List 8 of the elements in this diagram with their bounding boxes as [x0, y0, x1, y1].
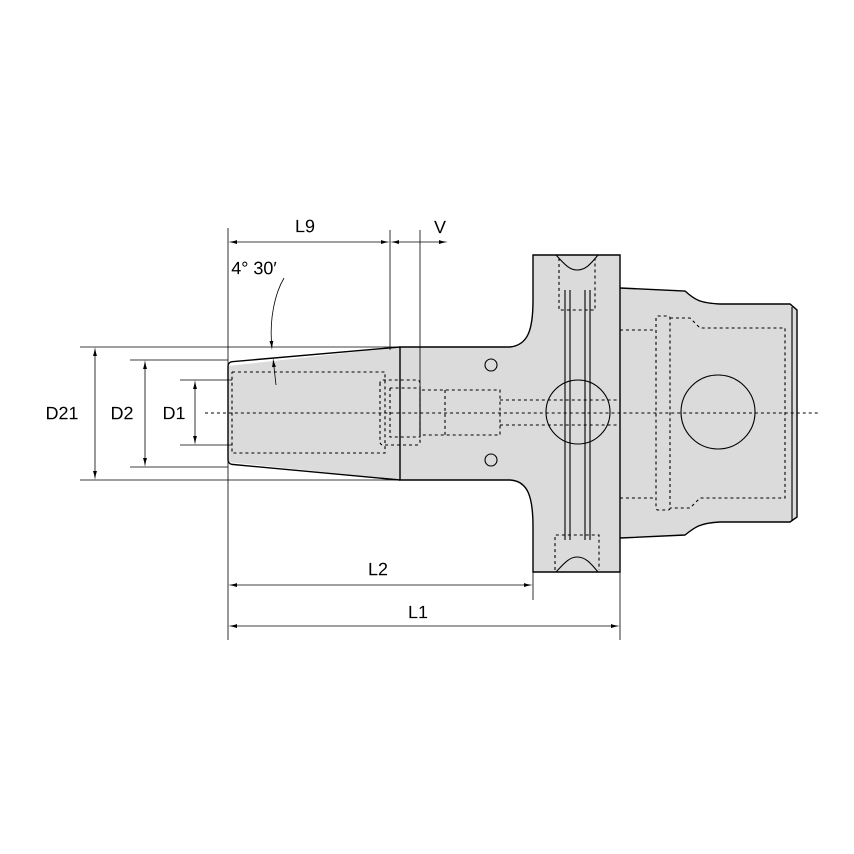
dimension-label: D2: [112, 406, 133, 420]
dimension-label: L2: [370, 562, 388, 576]
dimension-label: D1: [164, 406, 185, 420]
dimension-label: L1: [410, 606, 428, 618]
dimension-label: L9: [296, 220, 314, 232]
dimension-label: D21: [47, 406, 78, 420]
dimension-label: V: [434, 220, 446, 234]
dimension-label: 4° 30′: [232, 262, 276, 274]
